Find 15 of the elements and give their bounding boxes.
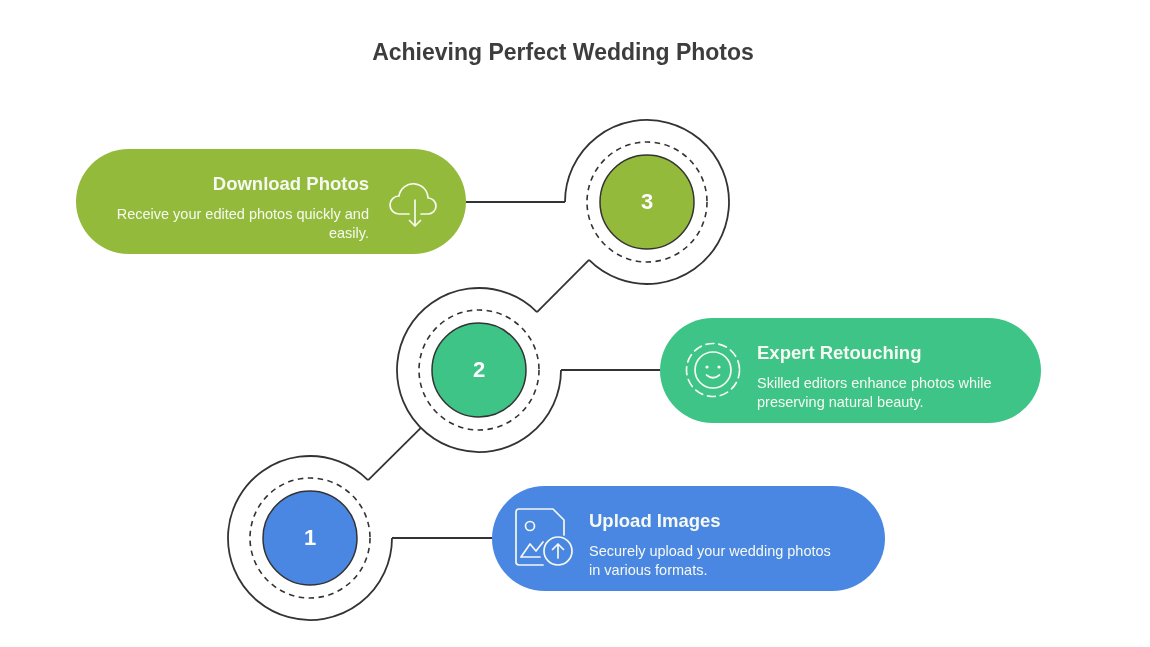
card-description: Skilled editors enhance photos while preserving natural beauty. <box>757 374 993 412</box>
connector-line <box>560 369 661 371</box>
step-number: 1 <box>303 525 317 551</box>
step-number: 2 <box>472 357 486 383</box>
connector-line <box>391 537 493 539</box>
connector-line <box>367 426 422 482</box>
card-description: Receive your edited photos quickly and easily. <box>115 205 369 243</box>
step-number: 3 <box>640 189 654 215</box>
diagram-title: Achieving Perfect Wedding Photos <box>372 38 754 66</box>
card-title: Expert Retouching <box>757 342 922 364</box>
connector-line <box>465 201 566 203</box>
connector-line <box>536 259 590 313</box>
card-title: Download Photos <box>212 173 369 195</box>
card-title: Upload Images <box>589 510 721 532</box>
card-description: Securely upload your wedding photos in various formats. <box>589 542 832 580</box>
